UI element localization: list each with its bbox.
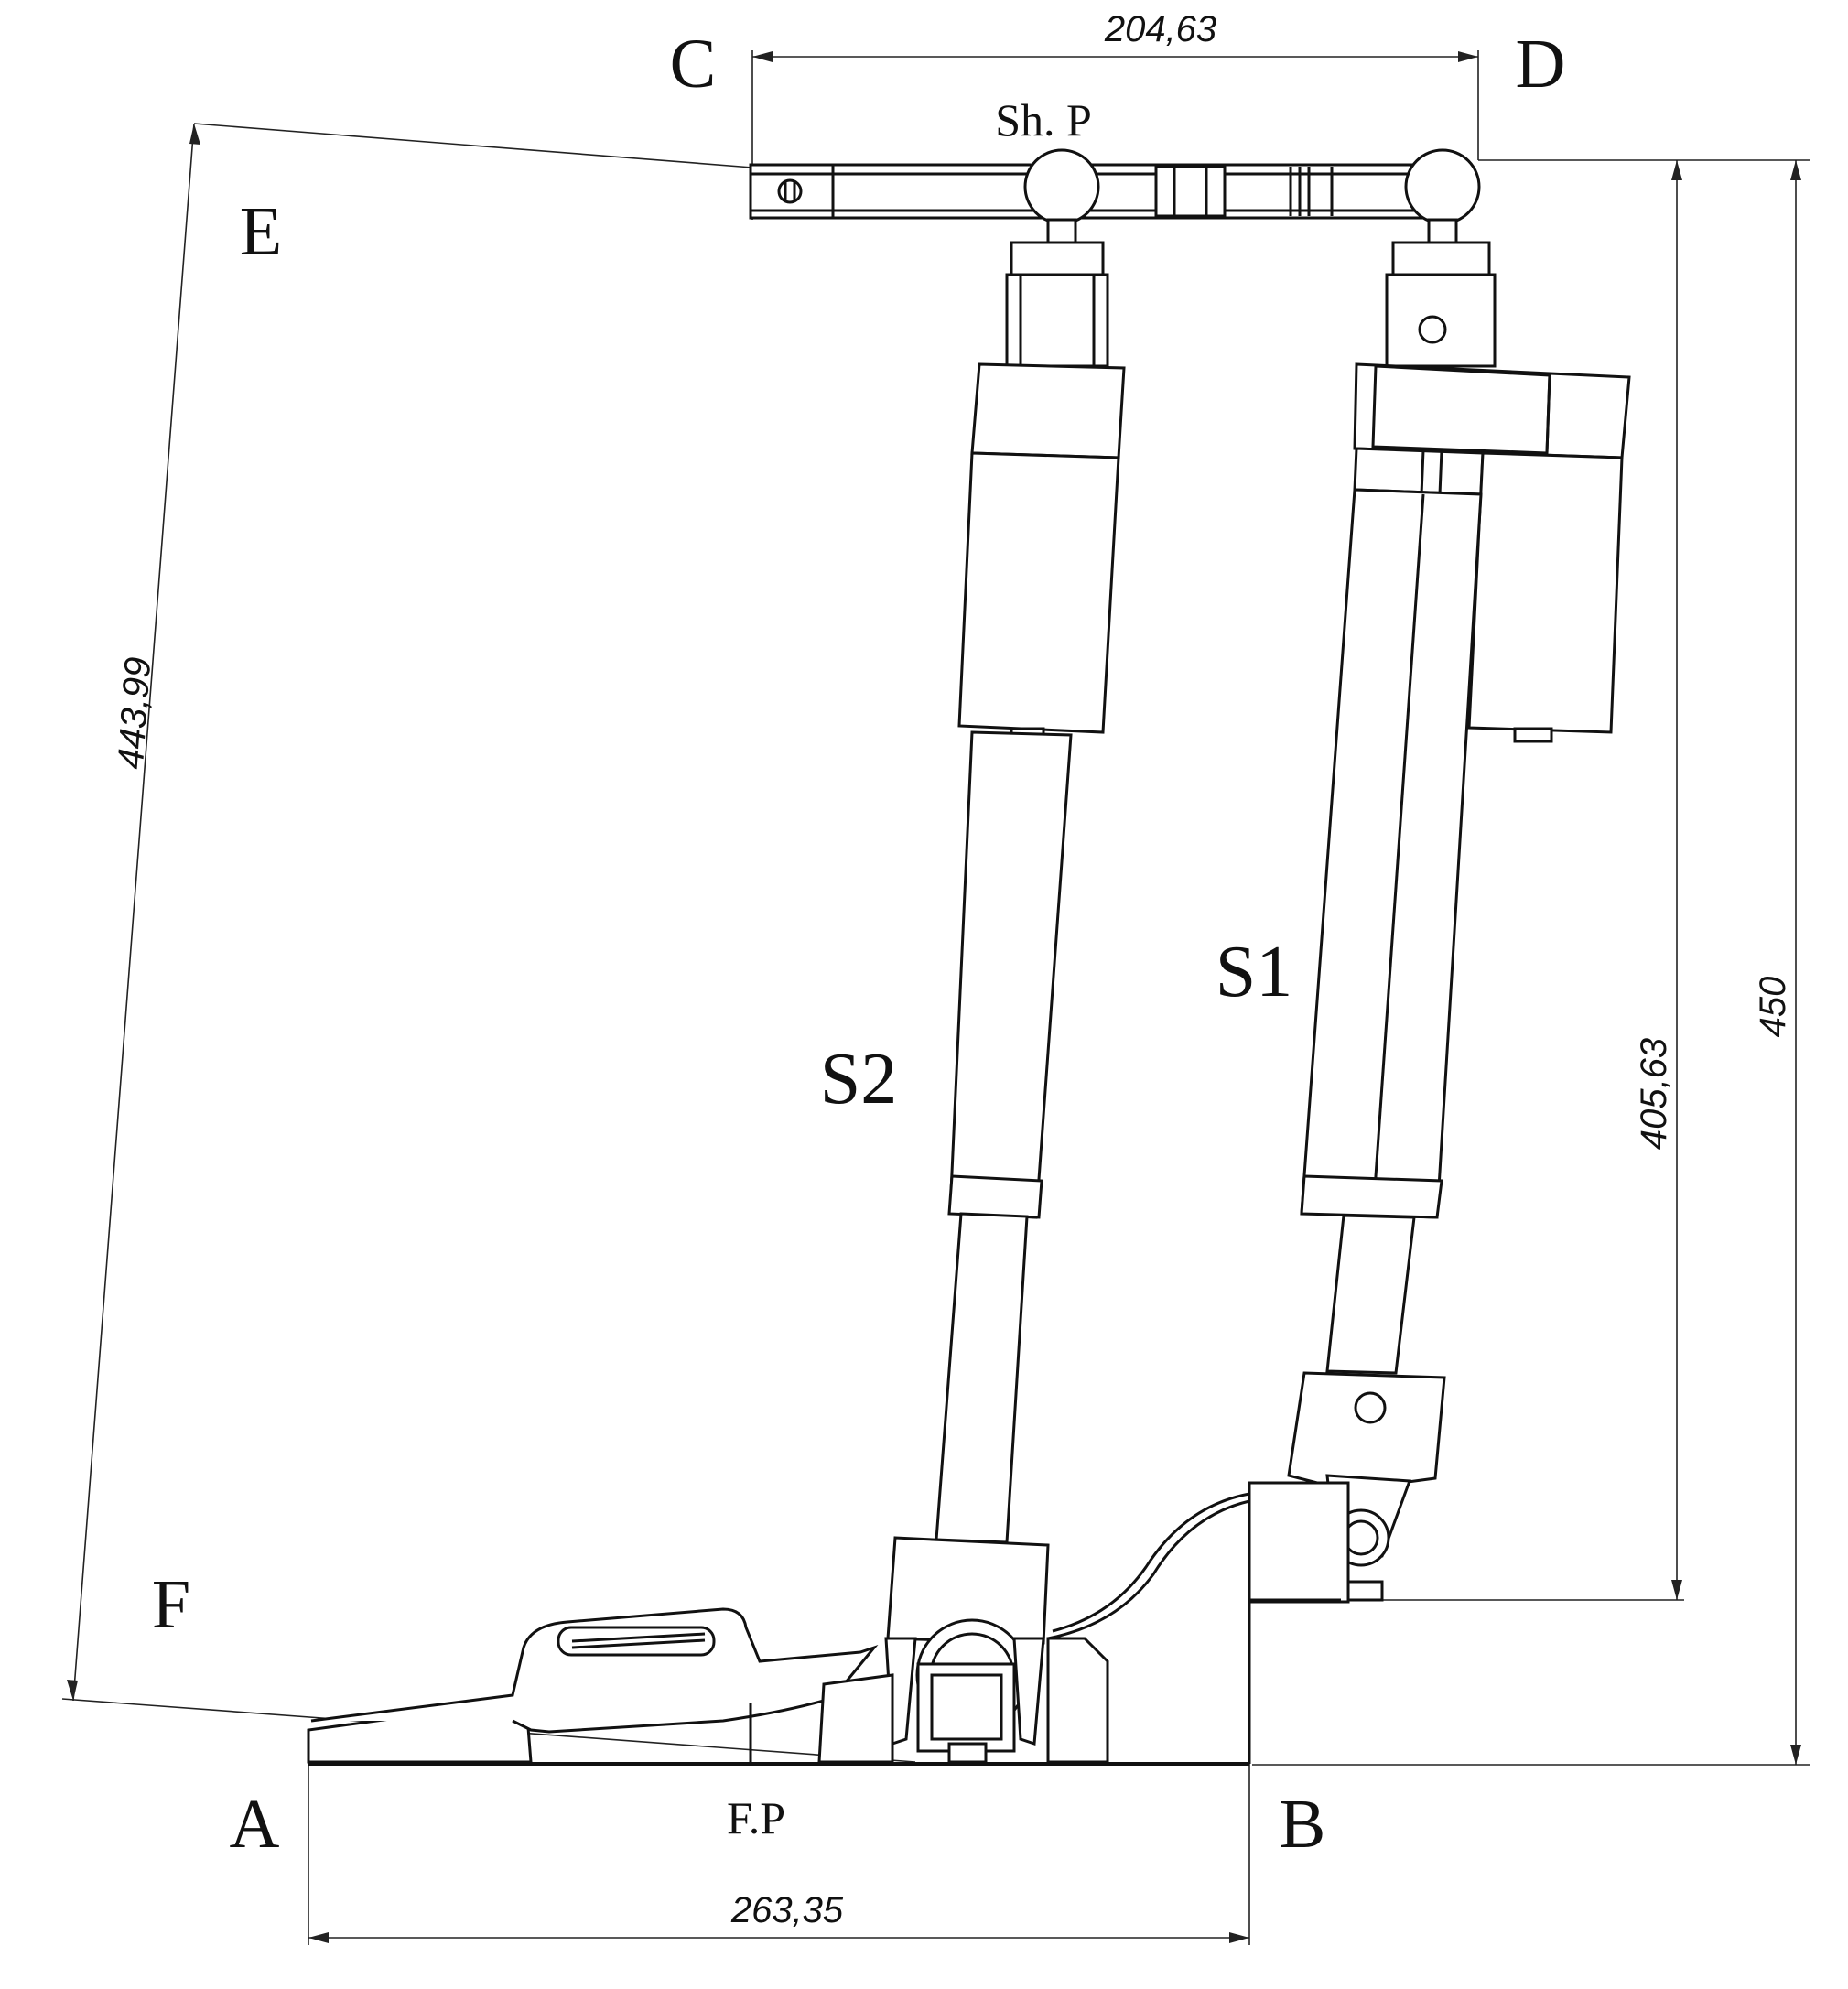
dimension-total-height: 450: [1252, 159, 1810, 1766]
actuator-s1: [1287, 148, 1631, 1602]
actuator-s2-label: S2: [820, 1039, 898, 1119]
s2-ball-joint-icon: [1023, 148, 1100, 225]
dimension-bottom-width-value: 263,35: [730, 1890, 844, 1930]
s1-ball-joint-icon: [1404, 148, 1481, 225]
point-label-f: F: [152, 1566, 190, 1643]
point-label-a: A: [230, 1786, 280, 1863]
dimension-bottom-width: 263,35: [308, 1762, 1250, 1945]
foot-platform-label: F.P: [727, 1792, 785, 1843]
foot-platform: [307, 1481, 1350, 1766]
point-label-b: B: [1280, 1786, 1326, 1863]
point-label-c: C: [670, 26, 717, 103]
dimension-diagonal: 443,99: [61, 123, 916, 1763]
dimension-top-width-value: 204,63: [1104, 9, 1216, 49]
dimension-diagonal-value: 443,99: [111, 656, 158, 771]
dimension-actuator-height: 405,63: [1355, 159, 1684, 1601]
point-label-e: E: [240, 193, 282, 270]
dimension-top-width: 204,63: [751, 9, 1479, 220]
actuator-s2: [884, 148, 1126, 1764]
point-label-d: D: [1516, 26, 1566, 103]
actuator-s1-label: S1: [1216, 932, 1293, 1012]
dimension-total-height-value: 450: [1753, 977, 1793, 1038]
shoulder-platform-label: Sh. P: [995, 94, 1092, 146]
dimension-actuator-height-value: 405,63: [1634, 1038, 1674, 1150]
platform-bolt-icon: [777, 178, 803, 204]
